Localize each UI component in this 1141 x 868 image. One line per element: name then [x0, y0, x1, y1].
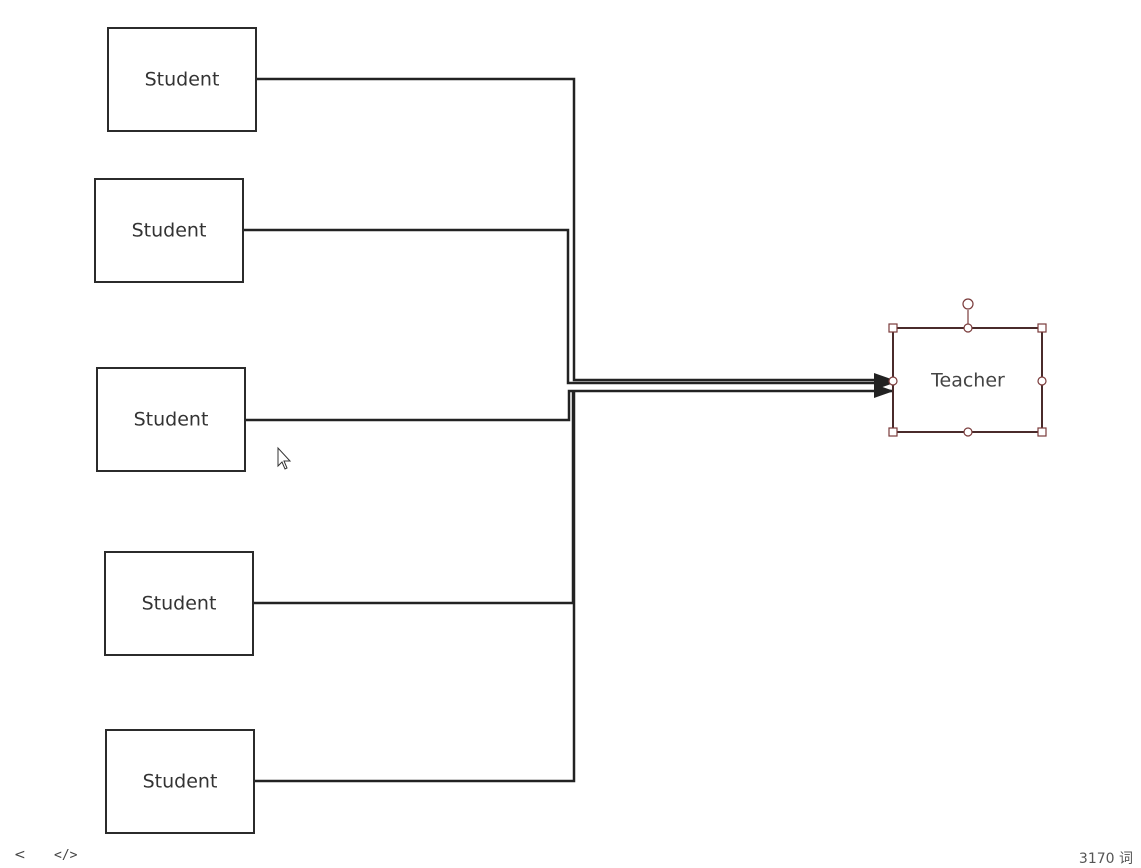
student-node[interactable]: Student [96, 367, 246, 472]
teacher-label: Teacher [930, 370, 1005, 392]
diagram-canvas[interactable]: Student Student Student Student Student … [0, 0, 1141, 845]
connectors [244, 77, 894, 783]
status-bar: < </> 3170 词 [0, 845, 1141, 867]
student-node[interactable]: Student [94, 178, 244, 283]
resize-handle-left[interactable] [888, 376, 898, 386]
connector-student-5[interactable] [255, 391, 576, 783]
connector-student-4[interactable] [254, 391, 575, 605]
teacher-node[interactable]: Teacher [892, 327, 1043, 433]
student-label: Student [143, 771, 218, 793]
resize-handle-right[interactable] [1037, 376, 1047, 386]
student-node[interactable]: Student [105, 729, 255, 834]
student-label: Student [142, 593, 217, 615]
code-view-icon[interactable]: </> [54, 848, 78, 863]
student-node[interactable]: Student [107, 27, 257, 132]
resize-handle-top-left[interactable] [888, 323, 898, 333]
connector-student-3[interactable] [245, 384, 894, 422]
connector-student-2[interactable] [244, 228, 894, 390]
student-label: Student [134, 409, 209, 431]
student-label: Student [145, 69, 220, 91]
student-node[interactable]: Student [104, 551, 254, 656]
resize-handle-bottom-left[interactable] [888, 427, 898, 437]
resize-handle-bottom[interactable] [963, 427, 973, 437]
connector-student-1[interactable] [257, 77, 894, 387]
student-label: Student [132, 220, 207, 242]
word-count: 3170 词 [1078, 851, 1133, 867]
resize-handle-bottom-right[interactable] [1037, 427, 1047, 437]
chevron-left-icon[interactable]: < [14, 847, 26, 863]
resize-handle-top[interactable] [963, 323, 973, 333]
selection-handles [888, 298, 1047, 437]
resize-handle-top-right[interactable] [1037, 323, 1047, 333]
rotate-handle[interactable] [962, 298, 974, 310]
mouse-cursor-icon [277, 446, 292, 470]
